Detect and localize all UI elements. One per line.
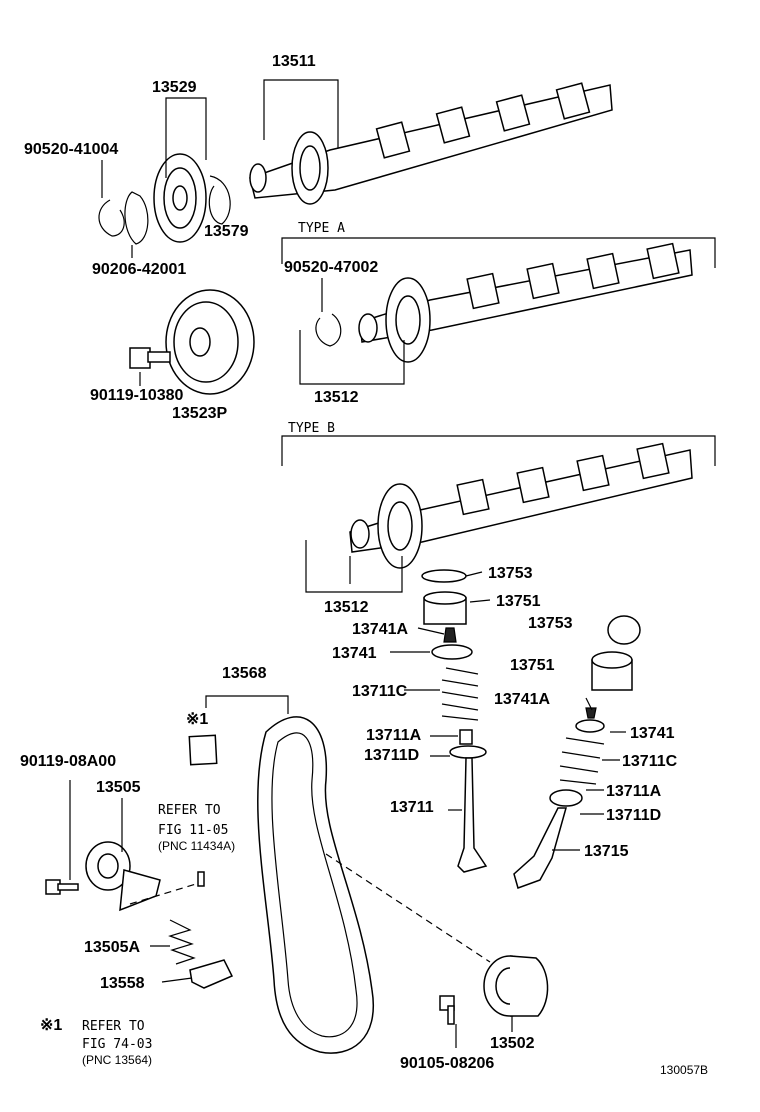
part-number: 13711D	[364, 747, 419, 764]
reference-note: FIG 74-03	[82, 1037, 152, 1052]
reference-note: (PNC 11434A)	[158, 839, 235, 853]
camshaft-13511	[249, 82, 613, 205]
part-number: 13505	[96, 779, 141, 796]
part-number: 13512	[324, 599, 369, 616]
camshaft-type-b	[349, 442, 693, 569]
part-number: 13741A	[494, 691, 550, 708]
part-number: 13512	[314, 389, 359, 406]
part-number: 13751	[496, 593, 541, 610]
part-number: 90105-08206	[400, 1055, 494, 1072]
bolt-90119-08A00	[45, 879, 79, 895]
reference-note: FIG 11-05	[158, 823, 228, 838]
idler-pulley-13502	[483, 955, 549, 1017]
wave-washer-90206-42001	[124, 191, 149, 245]
figure-id: 130057B	[660, 1063, 708, 1077]
part-number: 13558	[100, 975, 145, 992]
bolt-90119-10380	[129, 347, 171, 369]
part-number: 13711C	[622, 753, 678, 770]
part-number: 13741	[332, 645, 377, 662]
part-number: 13579	[204, 223, 249, 240]
valve-assembly-left	[421, 569, 488, 873]
part-number: 13711C	[352, 683, 408, 700]
part-number: 90206-42001	[92, 261, 186, 278]
part-number: 13753	[528, 615, 573, 632]
part-number: 13741	[630, 725, 675, 742]
camshaft-type-a	[358, 242, 693, 363]
cam-sprocket-13523P	[165, 289, 255, 395]
reference-note: (PNC 13564)	[82, 1053, 152, 1067]
part-number: 13711A	[606, 783, 662, 800]
variant-label: TYPE A	[298, 221, 345, 236]
timing-belt-13568	[257, 716, 375, 1054]
part-number: 13753	[488, 565, 533, 582]
reference-note: REFER TO	[82, 1019, 145, 1034]
part-number: 13711	[390, 799, 434, 816]
part-number: 13711D	[606, 807, 661, 824]
note-marker: ※1	[186, 711, 208, 728]
snap-ring-90520-47002	[315, 313, 342, 347]
snap-ring-13579	[208, 175, 231, 225]
snap-ring-90520-41004	[98, 199, 125, 237]
part-number: 13741A	[352, 621, 408, 638]
part-number: 13523P	[172, 405, 227, 422]
part-number: 13511	[272, 53, 316, 70]
note-marker: ※1	[40, 1017, 62, 1034]
part-number: 90520-41004	[24, 141, 118, 158]
part-number: 13505A	[84, 939, 140, 956]
part-number: 13529	[152, 79, 197, 96]
valve-assembly-right	[513, 615, 641, 889]
part-number: 13711A	[366, 727, 422, 744]
bracket-13558	[189, 959, 234, 989]
tensioner-13505	[85, 841, 161, 912]
label-tag-note1	[188, 734, 218, 766]
part-number: 90119-08A00	[20, 753, 116, 770]
part-number: 13568	[222, 665, 267, 682]
part-number: 13715	[584, 843, 629, 860]
spring-13505A	[168, 919, 196, 965]
part-number: 90119-10380	[90, 387, 184, 404]
reference-note: REFER TO	[158, 803, 221, 818]
part-number: 90520-47002	[284, 259, 378, 276]
part-number: 13751	[510, 657, 555, 674]
gear-13529	[153, 153, 207, 243]
variant-label: TYPE B	[288, 421, 335, 436]
bolt-90105-08206	[439, 995, 455, 1025]
part-number: 13502	[490, 1035, 535, 1052]
